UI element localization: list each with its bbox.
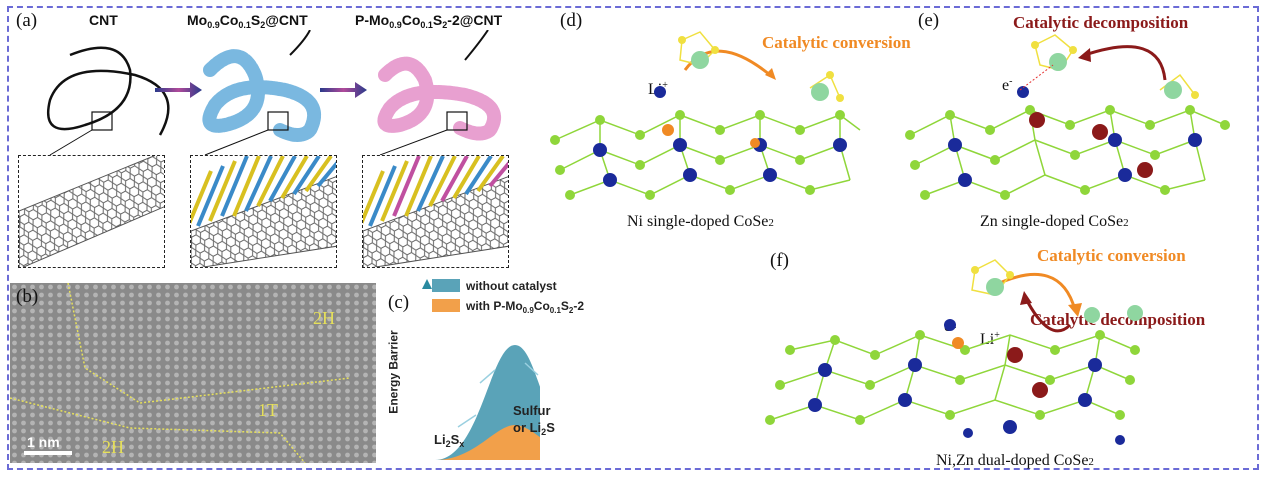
header-p-mo-co-s2-cnt: P-Mo0.9Co0.1S2-2@CNT — [355, 12, 503, 30]
panel-label-a: (a) — [16, 10, 38, 31]
p-mos2-zoom-box — [446, 111, 468, 131]
phase-label-1t: 1T — [258, 400, 278, 420]
legend-swatch-with — [432, 299, 460, 312]
arrow-1 — [155, 82, 202, 98]
energy-barrier-diagram — [422, 279, 540, 460]
arrow-conversion-f — [994, 272, 1077, 311]
cnt-zoom-panel — [18, 155, 165, 268]
annotation-catalytic-conversion-d: Catalytic conversion — [762, 33, 911, 52]
annotation-catalytic-conversion-f: Catalytic conversion — [1037, 246, 1186, 265]
header-cnt: CNT — [89, 12, 118, 28]
structure-d — [550, 31, 861, 200]
scale-bar — [24, 451, 72, 455]
legend-with-catalyst: with P-Mo0.9Co0.1S2-2 — [432, 299, 584, 315]
structure-f — [765, 259, 1143, 445]
reactant-label: Li2Sx — [434, 432, 465, 449]
p-mos2-zoom-panel — [362, 155, 509, 268]
phase-label-2h-bottom: 2H — [102, 437, 124, 457]
y-axis-label: Energy Barrier — [386, 330, 401, 414]
caption-f: Ni,Zn dual-doped CoSe2 — [936, 452, 1094, 469]
panel-label-c: (c) — [388, 292, 410, 313]
panel-label-b: (b) — [16, 286, 39, 307]
mos2-coil-blue — [202, 49, 321, 142]
phase-label-2h-top: 2H — [313, 308, 335, 328]
scale-label: 1 nm — [27, 434, 60, 450]
panel-label-d: (d) — [560, 10, 583, 31]
boundary-line-1 — [67, 283, 351, 404]
cnt-zoom-box — [91, 111, 113, 131]
boundary-line-2 — [10, 397, 306, 463]
mos2-zoom-box — [267, 111, 289, 131]
annotation-catalytic-decomposition-e: Catalytic decomposition — [1013, 13, 1189, 32]
product-label-1: Sulfur — [513, 403, 551, 418]
legend-swatch-without — [432, 279, 460, 292]
tem-image — [10, 283, 376, 463]
structure-e — [905, 34, 1230, 200]
electron-label-e: e- — [1002, 76, 1013, 94]
arrow-2 — [320, 82, 367, 98]
mos2-coil-pink — [377, 56, 502, 141]
cnt-curve — [47, 46, 170, 136]
panel-label-e: (e) — [918, 10, 940, 31]
legend-without-catalyst: without catalyst — [432, 279, 557, 293]
caption-e: Zn single-doped CoSe2 — [980, 213, 1129, 230]
mos2-zoom-panel — [190, 155, 337, 268]
panel-a-illustration — [47, 30, 502, 156]
annotation-catalytic-decomposition-f: Catalytic decomposition — [1030, 310, 1206, 329]
figure-frame — [7, 6, 1259, 470]
panel-label-f: (f) — [770, 250, 789, 271]
header-mo-co-s2-cnt: Mo0.9Co0.1S2@CNT — [187, 12, 308, 30]
arrow-decomposition-e — [1084, 45, 1167, 81]
curve-with-catalyst — [435, 425, 540, 460]
arrow-decomposition-f — [1023, 296, 1072, 333]
product-label-2: or Li2S — [513, 420, 555, 437]
caption-d: Ni single-doped CoSe2 — [627, 213, 774, 230]
